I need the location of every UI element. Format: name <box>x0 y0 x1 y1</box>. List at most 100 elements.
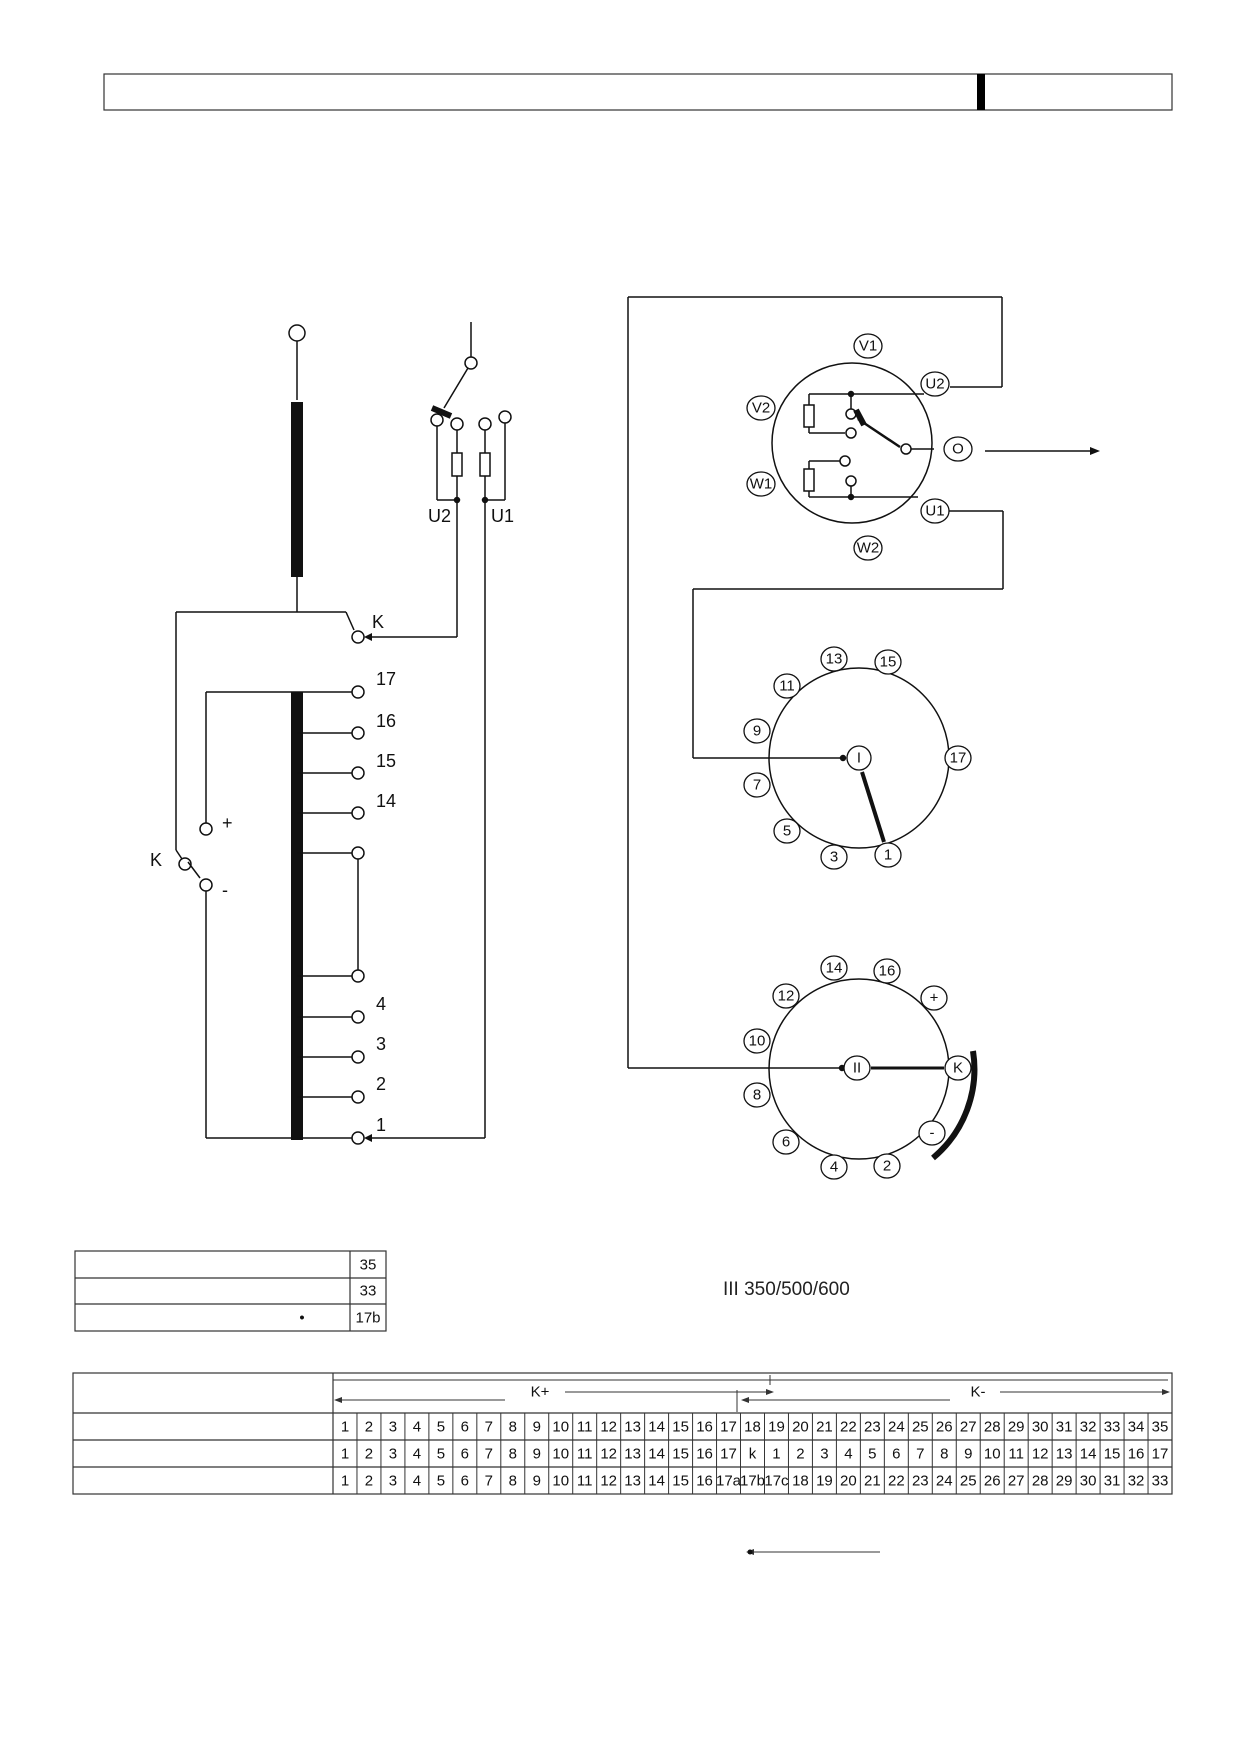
tap-label-3: 3 <box>376 1034 386 1054</box>
table-cell: 12 <box>600 1446 617 1463</box>
table-cell: 4 <box>413 1446 421 1463</box>
table-cell: 6 <box>461 1473 469 1490</box>
table-cell: 7 <box>485 1473 493 1490</box>
table-cell: 34 <box>1128 1419 1145 1436</box>
table-cell: 10 <box>984 1446 1001 1463</box>
table-cell: 11 <box>577 1473 593 1490</box>
table-cell: 3 <box>389 1473 397 1490</box>
table-cell: 16 <box>696 1419 713 1436</box>
selector-ii-contact-4: 4 <box>830 1159 838 1176</box>
table-cell: 9 <box>533 1419 541 1436</box>
table-cell: 5 <box>437 1473 445 1490</box>
table-cell: 1 <box>341 1446 349 1463</box>
table-cell: 27 <box>960 1419 977 1436</box>
selector-i-center: I <box>857 750 861 767</box>
terminal-label-v2: V2 <box>752 400 770 417</box>
table-cell: 2 <box>365 1446 373 1463</box>
table-cell: 14 <box>648 1446 665 1463</box>
table-cell: 30 <box>1080 1473 1097 1490</box>
selector-i-contact-3: 3 <box>830 849 838 866</box>
table-cell: 19 <box>816 1473 833 1490</box>
table-cell: 15 <box>1104 1446 1121 1463</box>
table-cell: 5 <box>437 1446 445 1463</box>
tap-label-16: 16 <box>376 711 396 731</box>
table-cell: 18 <box>744 1419 761 1436</box>
diverter-switch: V1 U2 O U1 W2 W1 V2 <box>746 333 973 561</box>
table-cell: 10 <box>552 1473 569 1490</box>
table-cell: 22 <box>840 1419 857 1436</box>
selector-i-contact-15: 15 <box>880 654 897 671</box>
selector-i-contact-5: 5 <box>783 823 791 840</box>
table-cell: 9 <box>533 1446 541 1463</box>
table-cell: 9 <box>964 1446 972 1463</box>
plus-label: + <box>222 813 233 833</box>
k-minus-header: K- <box>971 1384 986 1401</box>
terminal-label-u2: U2 <box>925 376 944 393</box>
table-cell: 32 <box>1080 1419 1097 1436</box>
selector-ii-contact-8: 8 <box>753 1087 761 1104</box>
terminal-u1 <box>920 498 950 524</box>
table-cell: 10 <box>552 1446 569 1463</box>
table-cell: 25 <box>960 1473 977 1490</box>
header-bar <box>103 73 1173 111</box>
table-cell: 29 <box>1008 1419 1025 1436</box>
selector-ii-contact-16: 16 <box>879 963 896 980</box>
table-cell: 13 <box>624 1419 641 1436</box>
terminal-label-u1: U1 <box>925 503 944 520</box>
table-cell: 16 <box>696 1446 713 1463</box>
table-cell: 14 <box>1080 1446 1097 1463</box>
tap-label-14: 14 <box>376 791 396 811</box>
selector-ii-contact-2: 2 <box>883 1158 891 1175</box>
terminal-label-o: O <box>952 441 964 458</box>
selector-i-contact-13: 13 <box>826 651 843 668</box>
tap-label-4: 4 <box>376 994 386 1014</box>
table-cell: 5 <box>437 1419 445 1436</box>
small-table-mark: • <box>299 1310 304 1327</box>
terminal-w2 <box>853 535 883 561</box>
selector-ii-contact-plus: + <box>930 990 939 1007</box>
table-cell: 31 <box>1056 1419 1073 1436</box>
selector-i-contact-9: 9 <box>753 723 761 740</box>
selector-i-contact-11: 11 <box>779 678 795 695</box>
table-cell: 28 <box>1032 1473 1049 1490</box>
tap-label-2: 2 <box>376 1074 386 1094</box>
table-cell: 24 <box>888 1419 905 1436</box>
table-cell: 2 <box>365 1473 373 1490</box>
terminal-o <box>943 436 973 462</box>
table-cell: 6 <box>892 1446 900 1463</box>
table-cell: 16 <box>696 1473 713 1490</box>
left-schematic <box>175 322 512 1145</box>
tap-winding <box>291 692 303 1140</box>
table-cell: 5 <box>868 1446 876 1463</box>
table-cell: 20 <box>840 1473 857 1490</box>
selector-ii: II 14 16 + K - 2 4 6 8 10 12 <box>743 955 978 1180</box>
table-cell: 3 <box>820 1446 828 1463</box>
table-cell: 32 <box>1128 1473 1145 1490</box>
minus-label: - <box>222 880 228 900</box>
table-cell: 14 <box>648 1473 665 1490</box>
table-cell: 7 <box>485 1446 493 1463</box>
table-cell: 11 <box>577 1446 593 1463</box>
selector-ii-contact-14: 14 <box>826 960 843 977</box>
table-cell: 4 <box>413 1419 421 1436</box>
table-cell: 4 <box>413 1473 421 1490</box>
terminal-label-w2: W2 <box>857 540 880 557</box>
selector-i-contact-17: 17 <box>950 750 967 767</box>
table-cell: 21 <box>816 1419 833 1436</box>
table-cell: 17 <box>720 1419 737 1436</box>
selector-i-contact-1: 1 <box>884 847 892 864</box>
table-cell: 23 <box>864 1419 881 1436</box>
small-table-value-3: 17b <box>355 1310 380 1327</box>
table-cell: 1 <box>772 1446 780 1463</box>
table-cell: 23 <box>912 1473 929 1490</box>
table-cell: 15 <box>672 1473 689 1490</box>
table-cell: 14 <box>648 1419 665 1436</box>
table-cell: 2 <box>365 1419 373 1436</box>
selector-i-contact-7: 7 <box>753 777 761 794</box>
table-cell: 29 <box>1056 1473 1073 1490</box>
selector-ii-contact-minus: - <box>930 1125 935 1142</box>
table-cell: 27 <box>1008 1473 1025 1490</box>
table-cell: 3 <box>389 1419 397 1436</box>
u1-label: U1 <box>491 506 514 526</box>
